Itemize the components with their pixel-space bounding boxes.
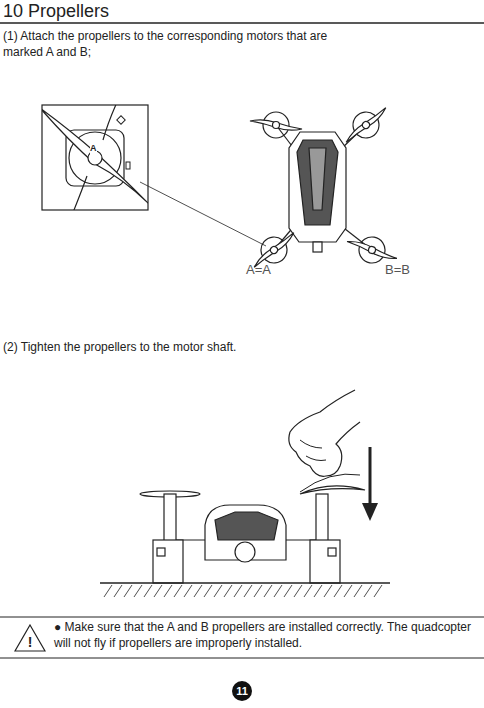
drone-side-view — [140, 486, 365, 583]
warning-icon: ! — [14, 624, 46, 652]
page-number: 11 — [232, 681, 252, 701]
note-rule — [0, 658, 484, 659]
ground-line — [100, 582, 390, 584]
pairing-label: B=B — [385, 262, 410, 279]
drone-top-view — [247, 97, 400, 279]
press-arrow — [362, 447, 378, 521]
part-mark: A — [90, 143, 97, 155]
note-rule — [0, 617, 484, 618]
pairing-label: A=A — [246, 262, 271, 279]
hand-detail — [300, 440, 326, 461]
page-number-text: 11 — [232, 681, 252, 697]
title-rule — [0, 22, 484, 24]
warning-icon-text: ! — [14, 624, 46, 650]
step-text: (1) Attach the propellers to the corresp… — [3, 29, 348, 60]
step-text: (2) Tighten the propellers to the motor … — [3, 340, 463, 356]
ground-hatch — [104, 585, 382, 597]
propeller-inset — [40, 100, 150, 215]
warning-text: ● Make sure that the A and B propellers … — [54, 620, 474, 651]
hand — [289, 390, 360, 476]
leader-line — [140, 182, 266, 246]
propeller-blade — [300, 474, 360, 492]
page-title: 10 Propellers — [3, 0, 109, 23]
